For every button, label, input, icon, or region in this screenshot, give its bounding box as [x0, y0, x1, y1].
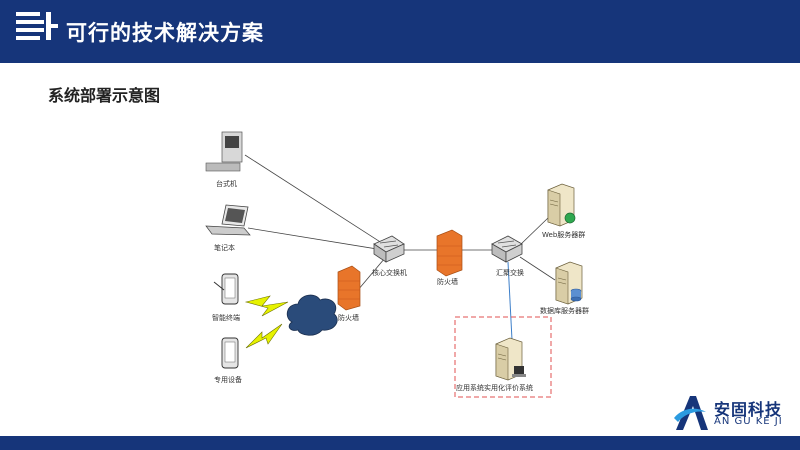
database-server-label: 数据库服务器群 [540, 306, 589, 315]
highlight-box [454, 316, 552, 398]
desktop-label: 台式机 [216, 179, 237, 188]
link-agg-web [519, 217, 549, 246]
brand-name-cn: 安固科技 [714, 400, 783, 419]
core-switch-label: 核心交换机 [372, 268, 407, 277]
middle-firewall-icon [436, 229, 463, 277]
database-server-icon [555, 261, 583, 305]
header-bar: 可行的技术解决方案 [0, 0, 800, 63]
left-firewall-icon [337, 265, 361, 311]
smart-terminal-label: 智能终端 [212, 313, 240, 322]
link-fw-left-core [357, 257, 386, 291]
left-firewall-label: 防火墙 [338, 313, 359, 322]
brand-logo-icon [674, 396, 708, 430]
middle-firewall-label: 防火墙 [437, 277, 458, 286]
page-title: 可行的技术解决方案 [66, 21, 264, 45]
smart-terminal-icon [213, 273, 239, 305]
company-logo-icon [16, 12, 58, 40]
wireless-bolt-icon [245, 323, 283, 349]
desktop-computer-icon [205, 131, 243, 172]
laptop-icon [205, 204, 251, 236]
brand-name-en: AN GU KE JI [714, 416, 783, 427]
link-agg-app [507, 261, 513, 341]
laptop-label: 笔记本 [214, 243, 235, 252]
aggregation-switch-label: 汇聚交换 [496, 268, 524, 277]
web-server-label: Web服务器群 [542, 230, 585, 239]
aggregation-switch-icon [491, 235, 523, 263]
footer-bar [0, 436, 800, 450]
core-switch-icon [373, 235, 405, 263]
section-title: 系统部署示意图 [48, 86, 161, 105]
app-system-server-icon [495, 337, 526, 381]
web-server-icon [547, 183, 576, 227]
brand-block: 安固科技 AN GU KE JI [672, 392, 792, 432]
wireless-bolt-icon [244, 295, 289, 317]
link-agg-db [519, 256, 556, 281]
link-desktop-core [244, 154, 386, 246]
dedicated-device-label: 专用设备 [214, 375, 242, 384]
link-laptop-core [247, 227, 384, 251]
app-system-label: 应用系统实用化评价系统 [456, 383, 533, 392]
dedicated-device-icon [221, 337, 239, 369]
internet-cloud-icon [286, 294, 338, 336]
